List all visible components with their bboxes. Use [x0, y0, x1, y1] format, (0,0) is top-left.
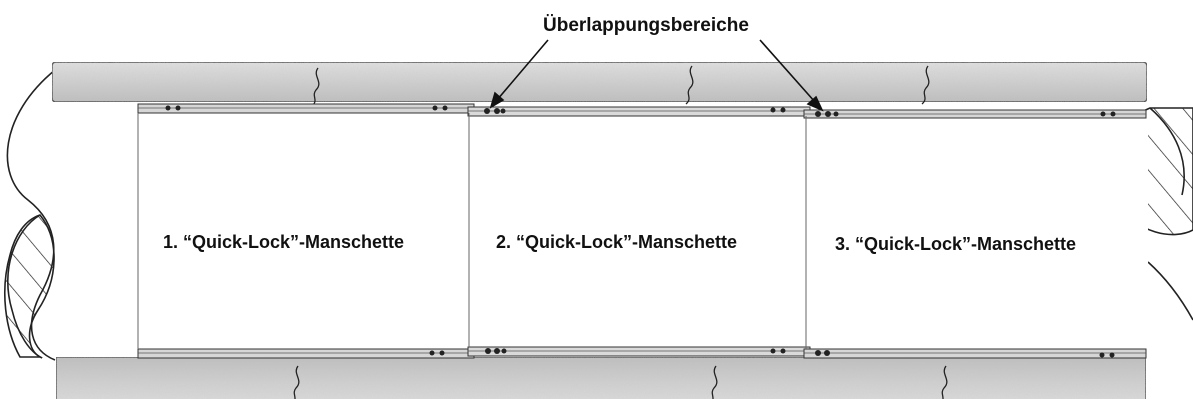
arrow-head-right — [806, 95, 824, 112]
sleeve-1-label: 1. “Quick-Lock”-Manschette — [163, 232, 404, 252]
crack-mark — [711, 365, 718, 399]
arrow-head-left — [489, 91, 505, 109]
crack-mark — [293, 365, 300, 399]
arrow-line-left — [496, 39, 549, 101]
crack-mark — [311, 67, 320, 107]
pipe-interior — [138, 118, 1148, 353]
sleeve-3-label: 3. “Quick-Lock”-Manschette — [835, 234, 1076, 254]
arrow-line-right — [759, 39, 816, 103]
bottom-pipe-wall — [55, 356, 1147, 399]
crack-mark — [921, 65, 930, 105]
crack-mark — [685, 65, 694, 105]
top-pipe-wall — [51, 61, 1148, 107]
crack-mark — [941, 365, 948, 399]
sleeve-strips — [137, 103, 1147, 359]
left-break-section — [4, 69, 140, 361]
overlap-area-label: Überlappungsbereiche — [543, 15, 749, 36]
seal-markers — [165, 105, 1116, 358]
sleeve-2-label: 2. “Quick-Lock”-Manschette — [496, 232, 737, 252]
overlap-arrows — [489, 39, 824, 112]
